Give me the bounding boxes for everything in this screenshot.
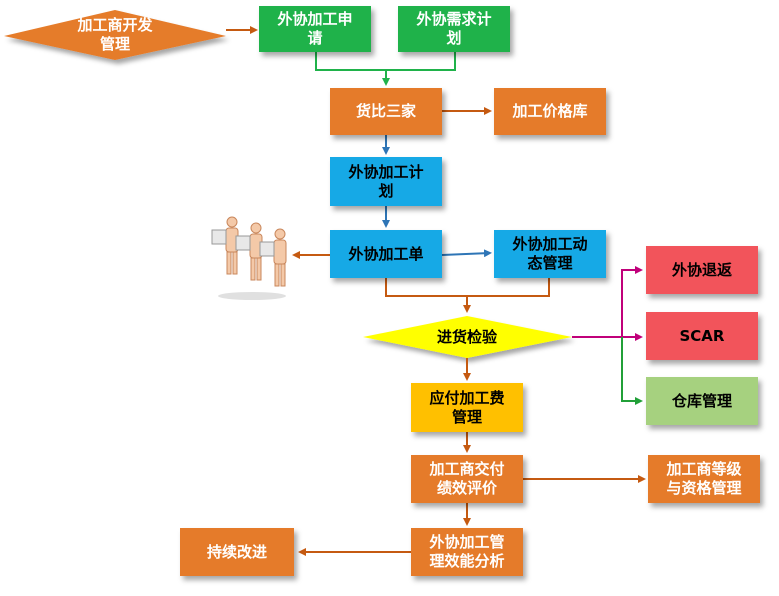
supplier-dev-diamond (4, 10, 226, 60)
scar-box: SCAR (646, 312, 758, 360)
incoming-inspection-diamond (363, 316, 572, 358)
arrow-order-to-dynamic (441, 249, 492, 258)
delivery-workers-icon (211, 216, 287, 300)
outsource-dynamic-box: 外协加工动 态管理 (494, 230, 606, 278)
warehouse-box: 仓库管理 (646, 377, 758, 425)
outsource-apply-box: 外协加工申 请 (259, 6, 371, 52)
performance-eval-box: 加工商交付 绩效评价 (411, 455, 523, 503)
incoming-inspection-label: 进货检验 (436, 327, 497, 346)
arrow-inspection-to-return (621, 266, 643, 337)
outsource-return-box: 外协退返 (646, 246, 758, 294)
price-library-box: 加工价格库 (494, 88, 606, 135)
outsource-order-box: 外协加工单 (330, 230, 442, 278)
outsource-demand-box: 外协需求计 划 (398, 6, 510, 52)
payable-fee-box: 应付加工费 管理 (411, 383, 523, 432)
supplier-dev-label: 加工商开发 管理 (77, 16, 153, 53)
arrow-inspection-to-warehouse (621, 337, 643, 405)
arrow-order-dynamic-merge (385, 278, 550, 297)
compare-three-box: 货比三家 (330, 88, 442, 135)
efficiency-analysis-box: 外协加工管 理效能分析 (411, 528, 523, 576)
supplier-grade-box: 加工商等级 与资格管理 (648, 455, 760, 503)
arrow-apply-merge (315, 52, 456, 71)
outsource-plan-box: 外协加工计 划 (330, 157, 442, 206)
continuous-improve-box: 持续改进 (180, 528, 294, 576)
